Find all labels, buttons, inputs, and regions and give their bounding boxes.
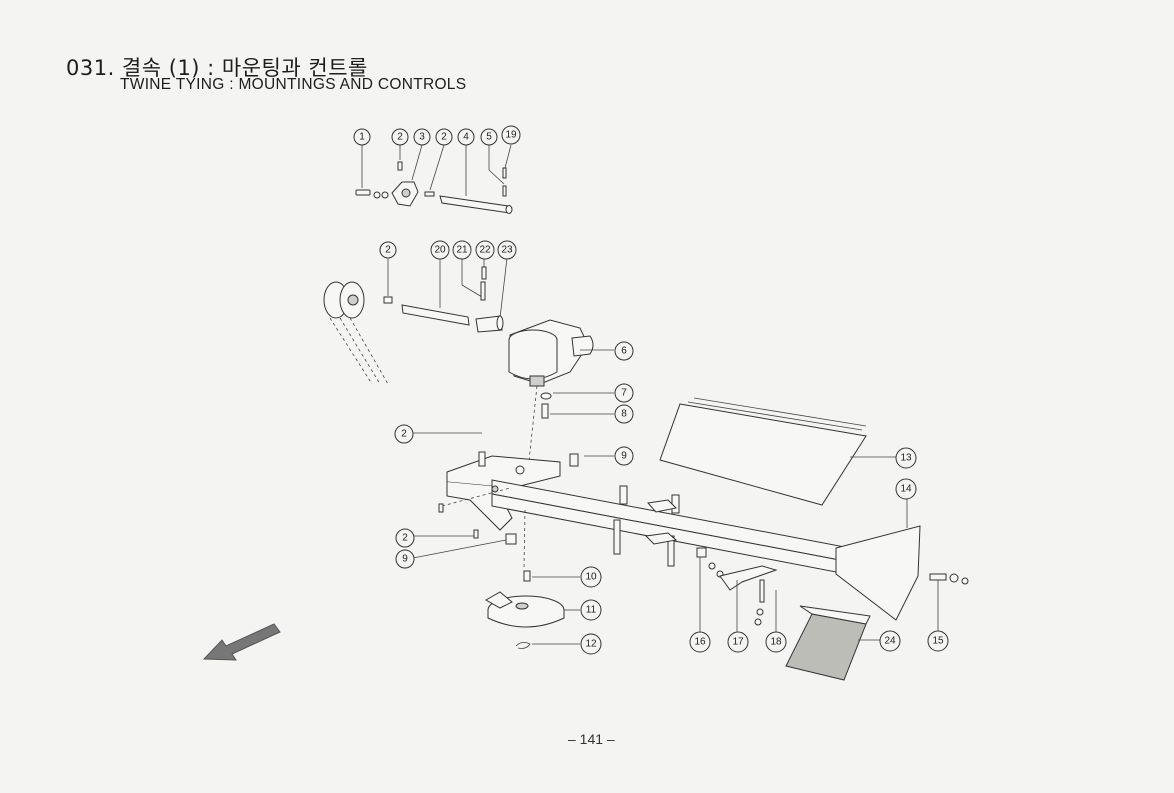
svg-text:23: 23 [501,245,513,256]
callout-17: 17 [727,631,749,653]
svg-text:22: 22 [479,245,491,256]
svg-text:24: 24 [884,636,896,647]
svg-text:12: 12 [585,639,597,650]
callout-13: 13 [895,447,917,469]
svg-text:19: 19 [505,130,517,141]
svg-text:1: 1 [359,132,365,143]
callout-2: 2 [395,528,415,548]
direction-arrow-icon [202,623,281,661]
callout-8: 8 [614,404,634,424]
cover-part-13 [659,397,896,506]
svg-text:2: 2 [397,132,403,143]
svg-text:11: 11 [586,605,597,616]
svg-text:13: 13 [900,453,912,464]
svg-text:16: 16 [694,637,706,648]
page-title-korean: 031. 결속 (1) : 마운팅과 컨트롤 [66,56,368,80]
callout-21: 21 [452,240,472,260]
callout-20: 20 [430,240,450,260]
callout-9: 9 [395,549,415,569]
callout-2: 2 [391,128,409,146]
callout-23: 23 [497,240,517,260]
svg-text:5: 5 [486,132,492,143]
svg-text:9: 9 [402,554,408,565]
callout-9: 9 [614,446,634,466]
svg-text:14: 14 [900,484,912,495]
callout-10: 10 [580,566,602,588]
svg-text:10: 10 [585,572,597,583]
callout-4: 4 [457,128,475,146]
svg-text:20: 20 [434,245,446,256]
callout-14: 14 [895,478,917,500]
callout-2: 2 [379,241,397,259]
callout-16: 16 [689,631,711,653]
shaft-assembly-top [355,144,513,214]
svg-text:6: 6 [621,346,627,357]
svg-text:3: 3 [419,132,425,143]
callout-2: 2 [435,128,453,146]
svg-text:15: 15 [932,636,944,647]
svg-text:4: 4 [463,132,469,143]
callout-15: 15 [927,630,949,652]
callout-5: 5 [480,128,498,146]
svg-text:7: 7 [621,388,627,399]
svg-text:9: 9 [621,451,627,462]
lower-parts [696,547,880,681]
callout-12: 12 [580,633,602,655]
shaft-assembly-middle [323,257,508,385]
svg-text:2: 2 [385,245,391,256]
callout-2: 2 [394,424,414,444]
callout-18: 18 [765,631,787,653]
callout-1: 1 [353,128,371,146]
callout-11: 11 [580,599,602,621]
callout-22: 22 [475,240,495,260]
plate-part-14 [835,499,969,632]
svg-text:2: 2 [402,533,408,544]
page-number: – 141 – [568,731,615,747]
svg-text:8: 8 [621,409,627,420]
page-title-english: TWINE TYING : MOUNTINGS AND CONTROLS [120,76,467,93]
svg-text:2: 2 [441,132,447,143]
svg-text:18: 18 [770,637,782,648]
svg-text:17: 17 [732,637,744,648]
callout-24: 24 [879,630,901,652]
svg-text:2: 2 [401,429,407,440]
knotter-disc-part-11 [484,591,580,649]
callout-7: 7 [614,383,634,403]
callout-6: 6 [614,341,634,361]
svg-text:21: 21 [456,245,468,256]
callout-3: 3 [413,128,431,146]
gearbox-part-6 [508,319,614,471]
callout-19: 19 [501,125,521,145]
